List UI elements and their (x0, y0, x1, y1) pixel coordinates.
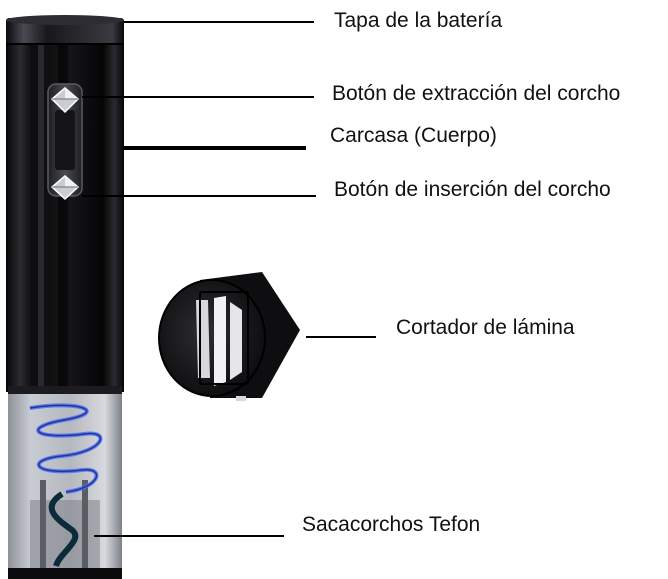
battery-cap (6, 15, 124, 45)
corkscrew-spiral (29, 403, 103, 568)
label-foil-cutter: Cortador de lámina (396, 316, 575, 339)
bottom-ring (8, 568, 122, 579)
label-battery-cap: Tapa de la batería (334, 9, 503, 32)
button-strip (47, 83, 83, 197)
transparent-chamber (8, 386, 122, 568)
insert-button[interactable] (50, 175, 80, 201)
label-corkscrew: Sacacorchos Tefon (302, 513, 481, 536)
foil-cutter (158, 272, 300, 401)
label-insert-button: Botón de inserción del corcho (334, 178, 611, 201)
label-housing: Carcasa (Cuerpo) (330, 124, 497, 147)
extract-button[interactable] (50, 87, 80, 114)
label-extract-button: Botón de extracción del corcho (332, 82, 621, 105)
